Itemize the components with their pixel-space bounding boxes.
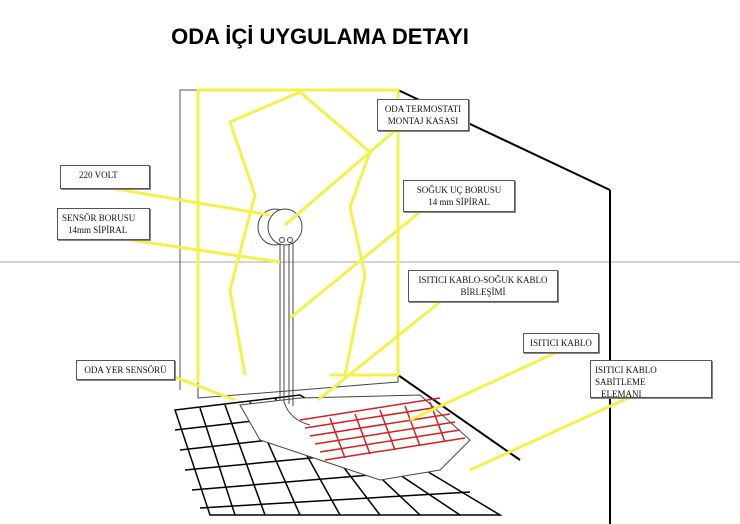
wall-left-edge: [179, 89, 198, 390]
label-sensor-pipe: SENSÖR BORUSU 14mm SİPİRAL: [57, 208, 150, 240]
floor-wall-edge: [397, 374, 521, 461]
label-thermostat-box: ODA TERMOSTATI MONTAJ KASASI: [377, 99, 469, 131]
label-line: 14 mm SİPİRAL: [428, 197, 490, 207]
label-floor-sensor: ODA YER SENSÖRÜ: [76, 360, 175, 380]
baseboard: [197, 375, 399, 399]
label-line: MONTAJ KASASI: [387, 116, 459, 126]
label-heating-cable: ISITICI KABLO: [523, 333, 599, 353]
label-line: ODA TERMOSTATI: [384, 104, 462, 114]
label-line: ELEMANI: [601, 389, 642, 399]
heating-cable: [299, 397, 466, 461]
label-line: SOĞUK UÇ BORUSU: [416, 185, 502, 195]
label-line: BİRLEŞİMİ: [460, 287, 506, 297]
label-220-volt: 220 VOLT: [60, 165, 150, 189]
pipes: [279, 240, 311, 426]
label-line: SENSÖR BORUSU: [62, 213, 136, 223]
diagram-title: ODA İÇİ UYGULAMA DETAYI: [171, 24, 469, 49]
leader-lines: [109, 88, 629, 472]
label-junction: ISITICI KABLO-SOĞUK KABLO BİRLEŞİMİ: [408, 270, 558, 302]
label-line: ISITICI KABLO-SOĞUK KABLO: [418, 275, 548, 285]
label-line: ISITICI KABLO SABİTLEME: [595, 365, 657, 387]
label-fixing-element: ISITICI KABLO SABİTLEME ELEMANI: [590, 360, 712, 399]
label-cold-pipe: SOĞUK UÇ BORUSU 14 mm SİPİRAL: [403, 180, 515, 212]
label-line: 14mm SİPİRAL: [68, 225, 128, 235]
